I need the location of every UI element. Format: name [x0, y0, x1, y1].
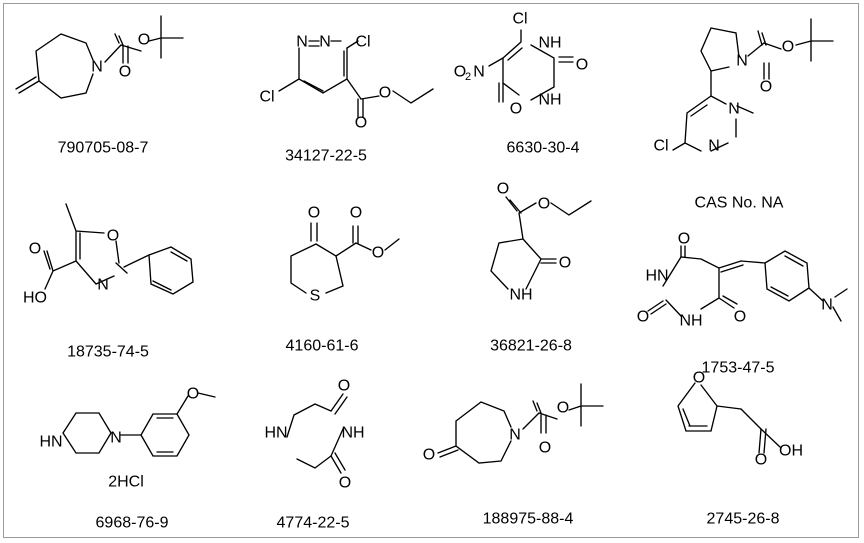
figure-frame: N O O N N Cl Cl O O Cl NH O NH O O 2 N — [3, 3, 859, 538]
cas-label: 18735-74-5 — [67, 344, 149, 361]
atom-hn: HN — [645, 268, 668, 285]
atom-o: O — [355, 115, 367, 132]
atom-nh: NH — [509, 287, 532, 304]
atom-o: O — [138, 32, 150, 49]
structure-cas-na: N O O N N Cl — [653, 18, 834, 155]
atom-o: O — [497, 181, 509, 198]
atom-ho: HO — [23, 290, 47, 307]
atom-cl: Cl — [259, 89, 274, 106]
cas-label: 4774-22-5 — [277, 515, 350, 532]
atom-cl: Cl — [355, 34, 370, 51]
atom-o: O — [678, 231, 690, 248]
atom-n: N — [736, 53, 748, 70]
structure-188975-88-4: N O O O — [423, 383, 604, 464]
atom-nh: NH — [538, 35, 561, 52]
atom-o: O — [379, 85, 391, 102]
atom-o: O — [119, 64, 131, 81]
cas-label: 1753-47-5 — [702, 360, 775, 377]
atom-n: N — [708, 138, 720, 155]
structure-6968-76-9: HN N O 2HCl — [39, 386, 216, 491]
atom-o: O — [760, 79, 772, 96]
atom-o: O — [454, 64, 466, 81]
atom-o: O — [350, 205, 362, 222]
atom-o: O — [339, 475, 351, 492]
structure-6630-30-4: Cl NH O NH O O 2 N — [454, 11, 588, 118]
atom-o: O — [734, 309, 746, 326]
atom-o: O — [637, 309, 649, 326]
atom-o: O — [559, 255, 571, 272]
atom-o: O — [755, 452, 767, 469]
atom-o: O — [107, 228, 119, 245]
atom-o: O — [693, 370, 705, 387]
atom-n: N — [473, 64, 485, 81]
structure-1753-47-5: O HN O NH O N — [637, 231, 848, 330]
cas-label: 6630-30-4 — [507, 140, 580, 157]
atom-o: O — [187, 386, 199, 403]
atom-n: N — [97, 277, 109, 294]
atom-hn: HN — [39, 434, 62, 451]
atom-cl: Cl — [653, 138, 668, 155]
structure-790705-08-7: N O O — [15, 15, 184, 99]
cas-label: 2745-26-8 — [707, 511, 780, 528]
cas-label: 4160-61-6 — [286, 338, 359, 355]
atom-o: O — [576, 57, 588, 74]
atom-o: O — [29, 241, 41, 258]
atom-n: N — [296, 34, 308, 51]
structure-36821-26-8: NH O O O — [490, 181, 592, 304]
atom-n: N — [91, 59, 103, 76]
atom-nh: NH — [538, 92, 561, 109]
structure-4774-22-5: HN NH O O — [264, 378, 364, 492]
atom-nh: NH — [679, 313, 702, 330]
atom-o: O — [308, 205, 320, 222]
atom-o: O — [423, 447, 435, 464]
atom-o: O — [338, 378, 350, 395]
salt-label: 2HCl — [108, 474, 144, 491]
atom-nh: NH — [341, 425, 364, 442]
atom-o: O — [782, 39, 794, 56]
atom-o: O — [539, 440, 551, 457]
structure-18735-74-5: O N O HO — [23, 203, 194, 307]
atom-n: N — [821, 297, 833, 314]
atom-n: N — [319, 34, 331, 51]
atom-hn: HN — [264, 425, 287, 442]
atom-o: O — [538, 196, 550, 213]
atom-n: N — [509, 427, 521, 444]
subscript-2: 2 — [465, 71, 471, 83]
structure-34127-22-5: N N Cl Cl O O — [259, 34, 434, 132]
atom-cl: Cl — [512, 11, 527, 28]
atom-n: N — [110, 430, 122, 447]
structure-4160-61-6: O O O S — [290, 205, 400, 305]
cas-label: 36821-26-8 — [490, 338, 572, 355]
structure-2745-26-8: O O OH — [677, 370, 803, 469]
atom-o: O — [510, 101, 522, 118]
cas-label: 6968-76-9 — [96, 515, 169, 532]
atom-oh: OH — [779, 443, 803, 460]
cas-label: 188975-88-4 — [483, 511, 574, 528]
cas-label: 790705-08-7 — [58, 140, 149, 157]
atom-n: N — [728, 101, 740, 118]
atom-o: O — [557, 400, 569, 417]
atom-s: S — [310, 288, 321, 305]
structures-canvas: N O O N N Cl Cl O O Cl NH O NH O O 2 N — [15, 11, 848, 532]
atom-o: O — [372, 245, 384, 262]
cas-label: CAS No. NA — [695, 195, 784, 212]
cas-label: 34127-22-5 — [285, 148, 367, 165]
